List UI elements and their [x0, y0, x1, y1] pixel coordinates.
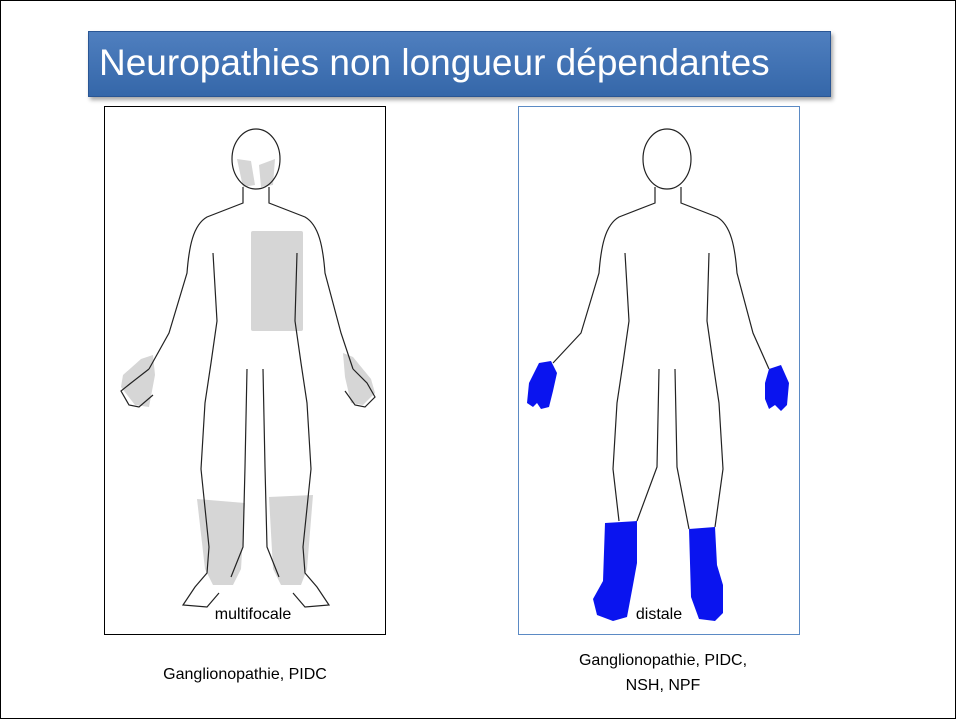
shaded-right-leg [197, 499, 245, 585]
shaded-face-right [259, 159, 275, 187]
caption-multifocale: Ganglionopathie, PIDC [80, 662, 410, 687]
body-outline [121, 129, 375, 607]
body-diagram-multifocal [105, 107, 385, 634]
shaded-face-left [237, 159, 255, 187]
slide-title: Neuropathies non longueur dépendantes [99, 37, 770, 89]
body-figure-multifocal: multifocale [104, 106, 386, 635]
shaded-right-hand [527, 361, 557, 409]
body-diagram-distale [519, 107, 799, 634]
caption-distale-line2: NSH, NPF [498, 673, 828, 698]
caption-distale: Ganglionopathie, PIDC, NSH, NPF [498, 648, 828, 698]
body-outline [553, 129, 769, 529]
caption-distale-line1: Ganglionopathie, PIDC, [498, 648, 828, 673]
shaded-left-hand [765, 365, 789, 411]
shaded-left-hand [343, 353, 375, 405]
body-figure-distale: distale [518, 106, 800, 635]
title-banner: Neuropathies non longueur dépendantes [88, 31, 831, 97]
figure-label-multifocale: multifocale [113, 606, 393, 624]
shaded-regions [121, 159, 375, 585]
figure-label-distale: distale [519, 606, 799, 624]
